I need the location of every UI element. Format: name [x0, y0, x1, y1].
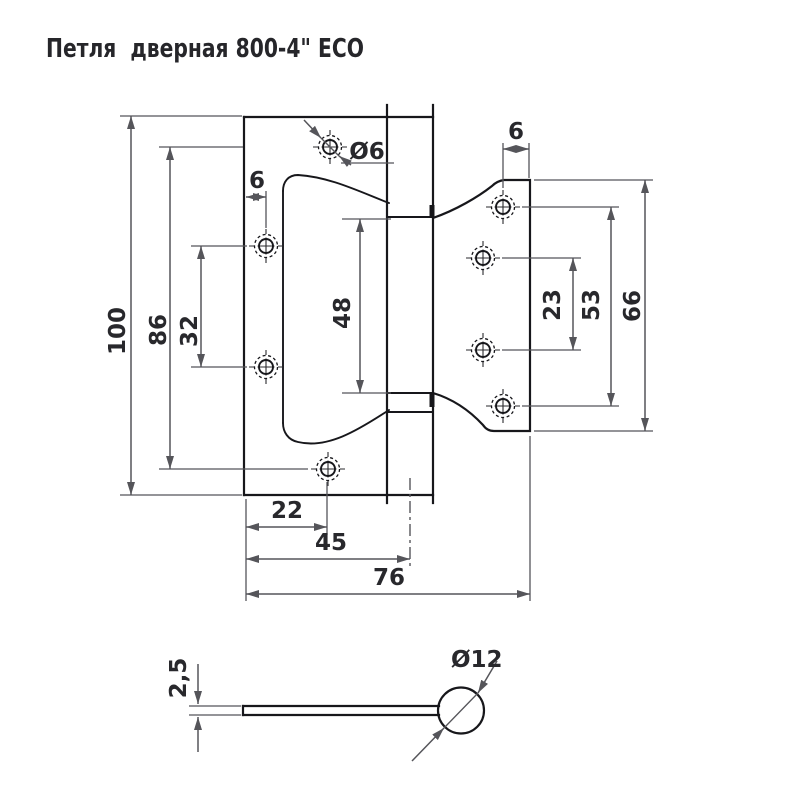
dim-pin-axis-offset: 45	[246, 478, 411, 566]
knuckle-weld-mark-top	[429, 205, 435, 218]
hole-right-upper	[465, 240, 501, 276]
hole-left-upper	[248, 228, 284, 264]
dim-label-left-hole-edge-offset: 6	[249, 168, 265, 194]
dim-label-knuckle-segment: 48	[330, 297, 356, 329]
dim-label-pin-axis-offset: 45	[315, 530, 347, 556]
dim-label-total-width: 76	[373, 565, 405, 591]
drawing-title: Петля дверная 800-4" ECO	[46, 34, 364, 64]
callout-chord	[443, 692, 479, 729]
dim-knuckle-segment: 48	[330, 218, 391, 394]
left-leaf-cutout-bottom-curve	[282, 409, 390, 445]
main-view: Ø6 100 86 32 6	[105, 103, 653, 601]
dim-right-leaf-height: 66	[534, 179, 653, 432]
callout-chord	[320, 137, 340, 157]
dim-left-holes-span: 32	[177, 245, 247, 368]
dim-label-hole-diameter: Ø6	[349, 139, 385, 165]
dim-leaf-thickness: 2,5	[166, 658, 241, 752]
dim-label-right-leaf-height: 66	[620, 290, 646, 322]
knuckle	[385, 103, 435, 505]
dim-right-inner-span: 23	[502, 257, 581, 351]
dim-total-height: 100	[105, 115, 242, 496]
knuckle-weld-mark-bottom	[429, 393, 435, 407]
hole-left-bottom	[310, 451, 346, 487]
dim-label-right-hole-edge-offset: 6	[508, 119, 524, 145]
dim-label-total-height: 100	[105, 307, 131, 355]
dim-label-right-outer-span: 53	[579, 289, 605, 321]
hole-right-bottom	[485, 388, 521, 424]
dim-label-outer-holes-span: 86	[146, 314, 172, 346]
callout-arrow-sw	[411, 727, 445, 762]
dim-right-hole-edge-offset: 6	[502, 119, 530, 188]
dim-total-width: 76	[246, 436, 531, 601]
knuckle-end-circle	[436, 686, 486, 735]
dim-right-outer-span: 53	[522, 206, 619, 407]
dim-label-bottom-hole-offset: 22	[271, 498, 303, 524]
dim-outer-holes-span: 86	[146, 146, 308, 470]
dim-label-leaf-thickness: 2,5	[166, 658, 192, 699]
callout-knuckle-diameter: Ø12	[411, 647, 503, 762]
side-view: 2,5 Ø12	[166, 647, 503, 762]
dim-bottom-hole-offset: 22	[245, 482, 328, 601]
hole-right-top	[485, 189, 521, 225]
hole-left-lower	[248, 349, 284, 385]
callout-hole-diameter: Ø6	[303, 119, 394, 167]
hole-right-lower	[465, 332, 501, 368]
dim-left-hole-edge-offset: 6	[246, 168, 267, 228]
dim-label-left-holes-span: 32	[177, 315, 203, 347]
dim-label-right-inner-span: 23	[540, 289, 566, 321]
left-leaf-cutout-top-curve	[282, 174, 390, 204]
callout-arrow-nw	[303, 119, 322, 139]
right-leaf-outline	[431, 178, 532, 433]
callout-arrow-ne	[477, 660, 498, 694]
dim-label-knuckle-diameter: Ø12	[451, 647, 503, 673]
